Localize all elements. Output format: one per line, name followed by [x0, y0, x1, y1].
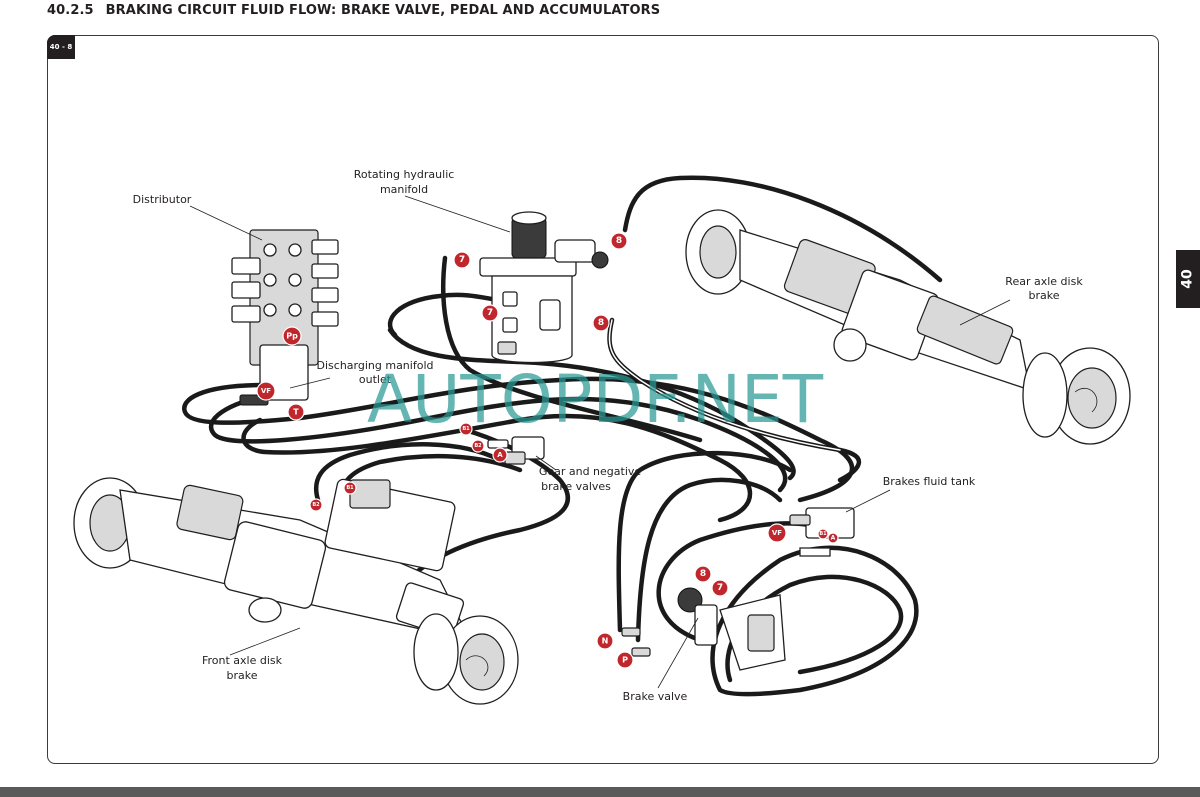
svg-text:P: P [622, 656, 628, 665]
rotating-manifold-assembly [479, 211, 609, 364]
svg-text:7: 7 [717, 583, 723, 593]
brakes-fluid-tank [789, 507, 855, 557]
rear-axle-assembly [685, 209, 1131, 445]
svg-text:T: T [293, 408, 299, 417]
leader-lines [189, 195, 1011, 689]
svg-text:VF: VF [261, 387, 271, 395]
svg-text:B2: B2 [474, 443, 482, 449]
label-front-axle-line2: brake [227, 669, 258, 682]
label-front-axle-line1: Front axle disk [202, 654, 283, 667]
label-gear-valves-line1: Gear and negative [539, 465, 642, 478]
chapter-tab[interactable]: 40 [1176, 250, 1200, 308]
label-brake-valve: Brake valve [623, 690, 688, 703]
callout-b-tank: B1 [817, 528, 829, 540]
svg-text:7: 7 [459, 255, 465, 265]
svg-text:Pp: Pp [286, 332, 298, 341]
svg-text:VF: VF [772, 529, 782, 537]
callout-8-mid: 8 [592, 314, 610, 332]
callout-vf-tank: VF [767, 523, 787, 543]
callout-8-top: 8 [610, 232, 628, 250]
page-footer-bar [0, 787, 1200, 797]
svg-text:8: 8 [700, 569, 706, 579]
svg-text:B1: B1 [462, 426, 470, 432]
svg-text:B2: B2 [312, 502, 320, 508]
callout-7-mid: 7 [481, 304, 499, 322]
svg-text:B1: B1 [819, 531, 827, 537]
label-discharging-line2: outlet [359, 373, 392, 386]
label-brakes-fluid-tank: Brakes fluid tank [883, 475, 976, 488]
callout-t: T [287, 403, 305, 421]
label-rear-axle-line2: brake [1029, 289, 1060, 302]
callout-b1-valve: B1 [459, 422, 473, 436]
callout-7-top: 7 [453, 251, 471, 269]
distributor-valve-block [231, 229, 339, 406]
callout-7-brake: 7 [711, 579, 729, 597]
component-labels: Distributor Rotating hydraulic manifold … [133, 168, 1084, 703]
section-number: 40.2.5 [47, 3, 94, 18]
section-heading: 40.2.5 BRAKING CIRCUIT FLUID FLOW: BRAKE … [47, 3, 660, 18]
svg-text:7: 7 [487, 308, 493, 318]
callout-p: P [616, 651, 634, 669]
label-rotating-manifold-line1: Rotating hydraulic [354, 168, 455, 181]
hydraulic-hoses [182, 175, 943, 697]
svg-text:8: 8 [616, 236, 622, 246]
callout-8-brake: 8 [694, 565, 712, 583]
figure-frame [47, 35, 1159, 764]
callout-a-valve: A [492, 447, 508, 463]
svg-text:A: A [831, 535, 836, 542]
front-axle-assembly [73, 477, 519, 705]
callout-pp: Pp [282, 326, 302, 346]
label-discharging-line1: Discharging manifold [317, 359, 434, 372]
callout-a-tank: A [827, 532, 839, 544]
label-rotating-manifold-line2: manifold [380, 183, 428, 196]
figure-tag: 40 - 8 [47, 35, 75, 59]
callout-b2-valve: B2 [471, 439, 485, 453]
svg-text:N: N [602, 637, 609, 646]
gear-negative-brake-valves [487, 436, 545, 465]
label-gear-valves-line2: brake valves [541, 480, 611, 493]
brake-valve-pedal [621, 587, 786, 671]
callout-b2-axle: B2 [309, 498, 323, 512]
svg-text:8: 8 [598, 318, 604, 328]
svg-text:A: A [497, 451, 503, 459]
label-rear-axle-line1: Rear axle disk [1005, 275, 1083, 288]
label-distributor: Distributor [133, 193, 192, 206]
section-title: BRAKING CIRCUIT FLUID FLOW: BRAKE VALVE,… [105, 3, 661, 18]
callout-b1-axle: B1 [343, 481, 357, 495]
watermark: AUTOPDF.NET [367, 361, 824, 438]
callout-n: N [596, 632, 614, 650]
svg-text:B1: B1 [346, 485, 354, 491]
callout-vf-distributor: VF [256, 381, 276, 401]
